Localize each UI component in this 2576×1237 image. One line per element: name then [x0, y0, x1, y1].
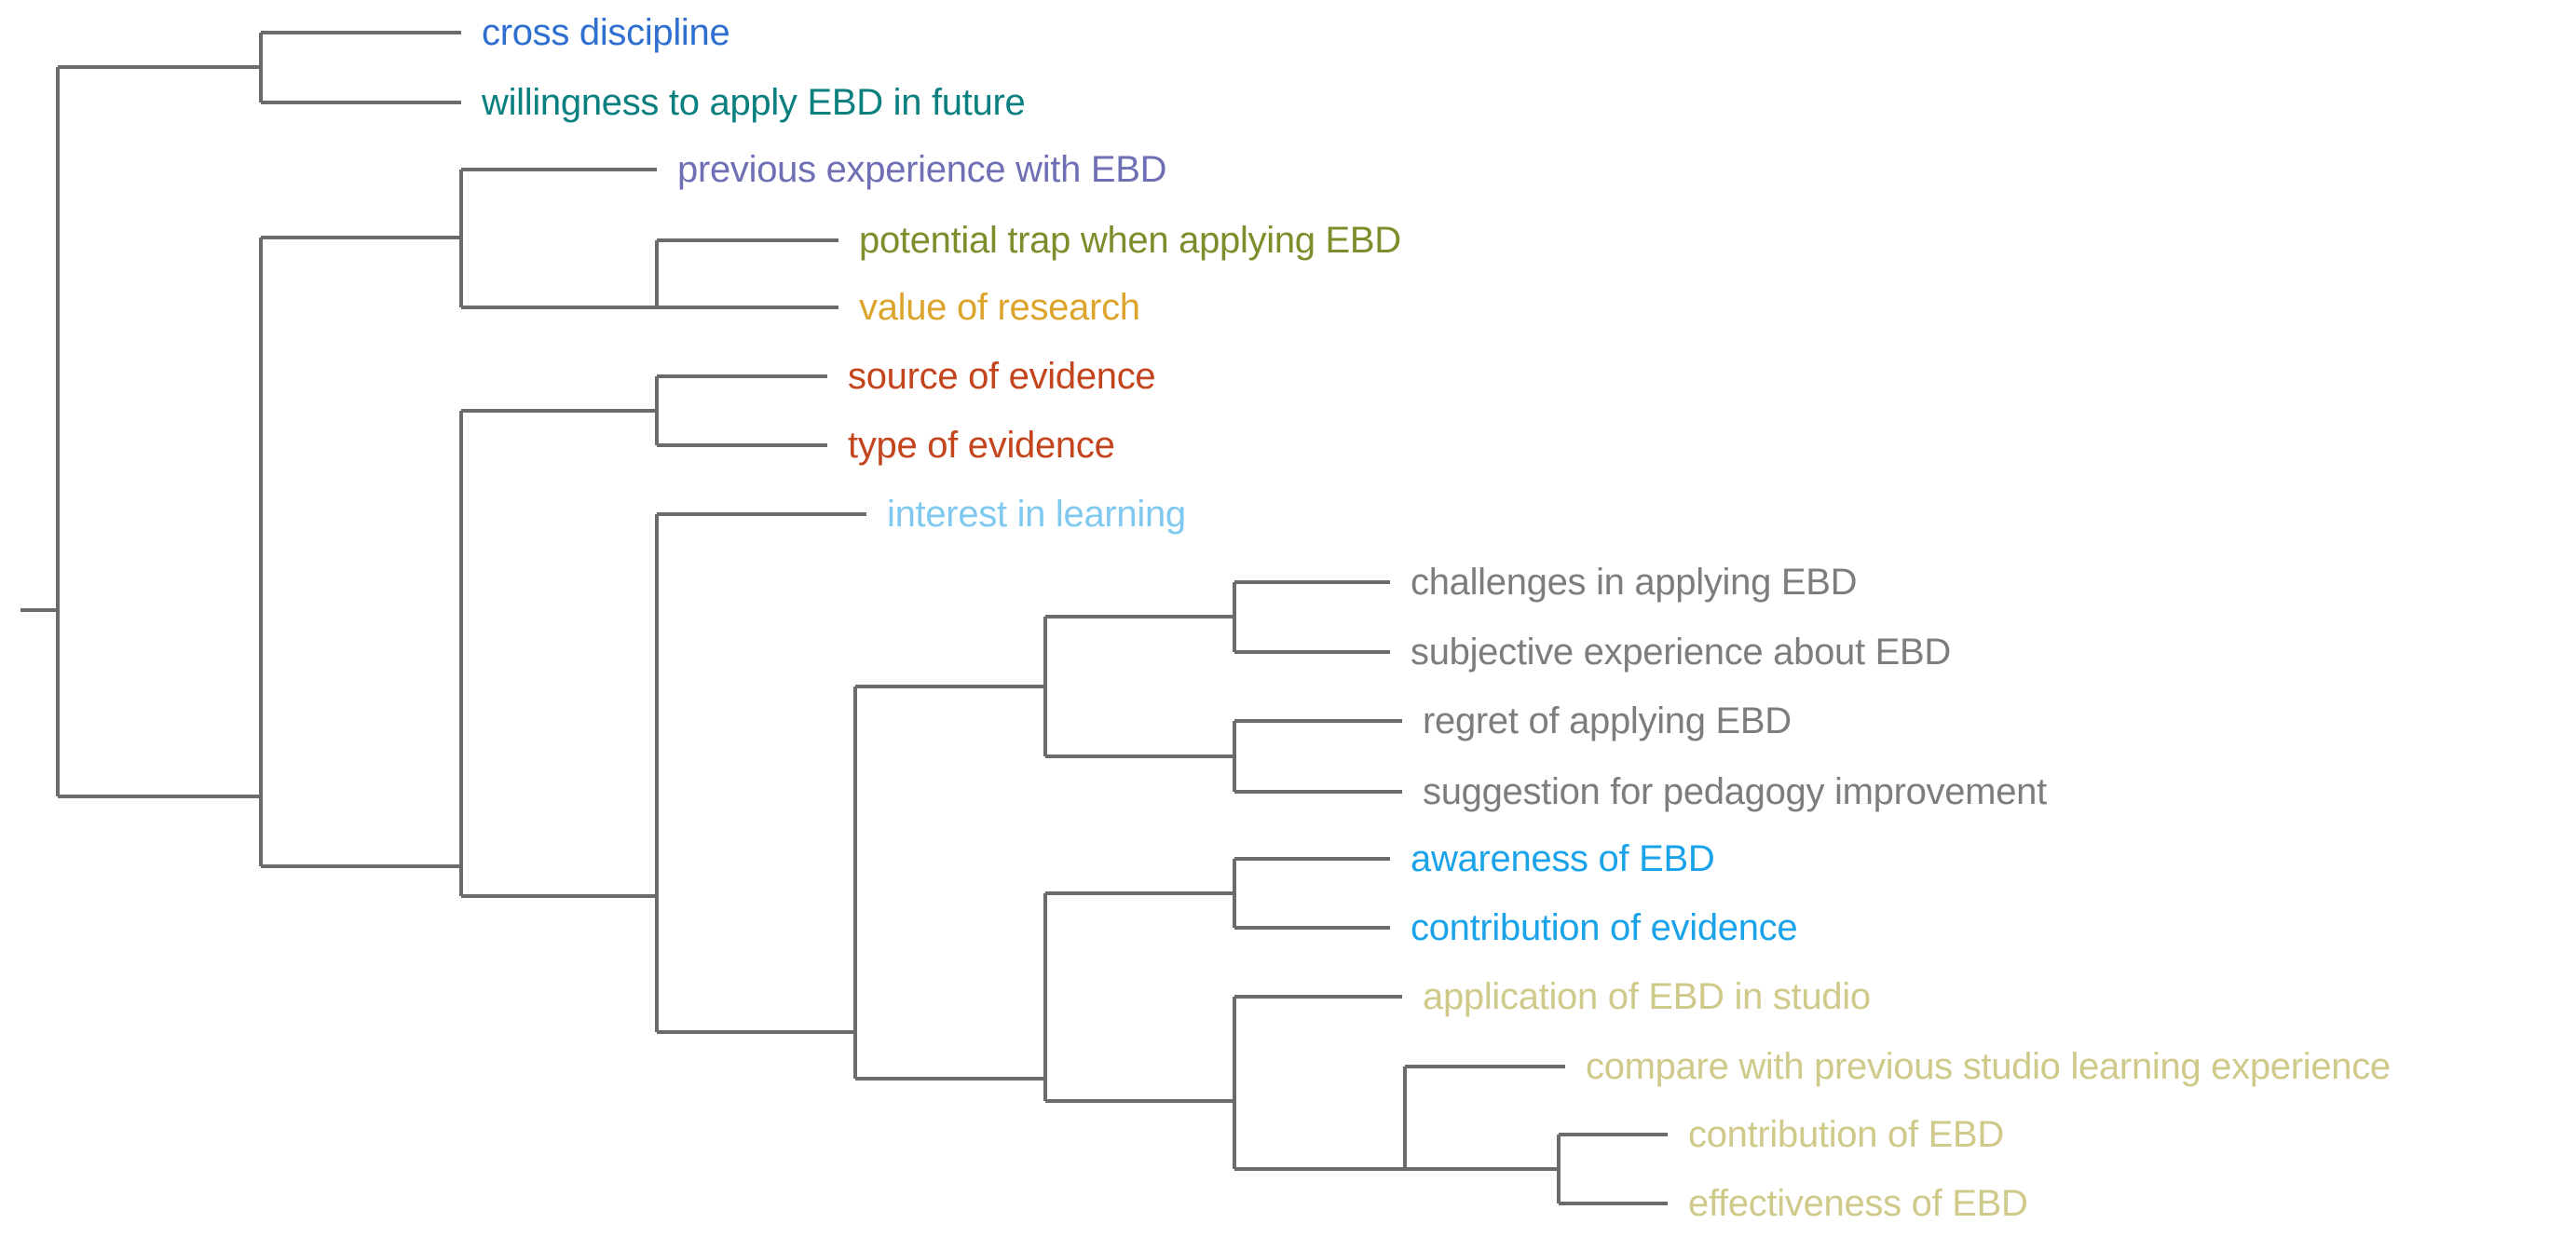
leaf-label-suggestion-pedagogy: suggestion for pedagogy improvement: [1423, 771, 2047, 812]
leaf-label-application-ebd-studio: application of EBD in studio: [1423, 976, 1871, 1017]
leaf-label-value-of-research: value of research: [859, 287, 1140, 328]
leaf-label-awareness-of-ebd: awareness of EBD: [1411, 838, 1715, 879]
dendrogram-links: [20, 31, 1668, 1205]
leaf-label-regret-applying-ebd: regret of applying EBD: [1423, 700, 1792, 741]
leaf-label-source-of-evidence: source of evidence: [848, 356, 1156, 397]
leaf-label-contribution-of-ebd: contribution of EBD: [1688, 1114, 2004, 1155]
leaf-label-potential-trap-ebd: potential trap when applying EBD: [859, 220, 1401, 261]
leaf-label-previous-experience-ebd: previous experience with EBD: [677, 149, 1167, 190]
leaf-label-effectiveness-of-ebd: effectiveness of EBD: [1688, 1183, 2028, 1224]
leaf-label-subjective-experience-ebd: subjective experience about EBD: [1411, 632, 1951, 673]
leaf-label-compare-previous-studio: compare with previous studio learning ex…: [1586, 1046, 2391, 1087]
leaf-label-type-of-evidence: type of evidence: [848, 425, 1115, 466]
leaf-label-willingness-apply-ebd: willingness to apply EBD in future: [482, 82, 1026, 123]
leaf-label-contribution-of-evidence: contribution of evidence: [1411, 907, 1798, 948]
leaf-label-interest-in-learning: interest in learning: [887, 494, 1186, 535]
leaf-label-challenges-applying-ebd: challenges in applying EBD: [1411, 562, 1858, 603]
leaf-label-cross-discipline: cross discipline: [482, 12, 730, 53]
